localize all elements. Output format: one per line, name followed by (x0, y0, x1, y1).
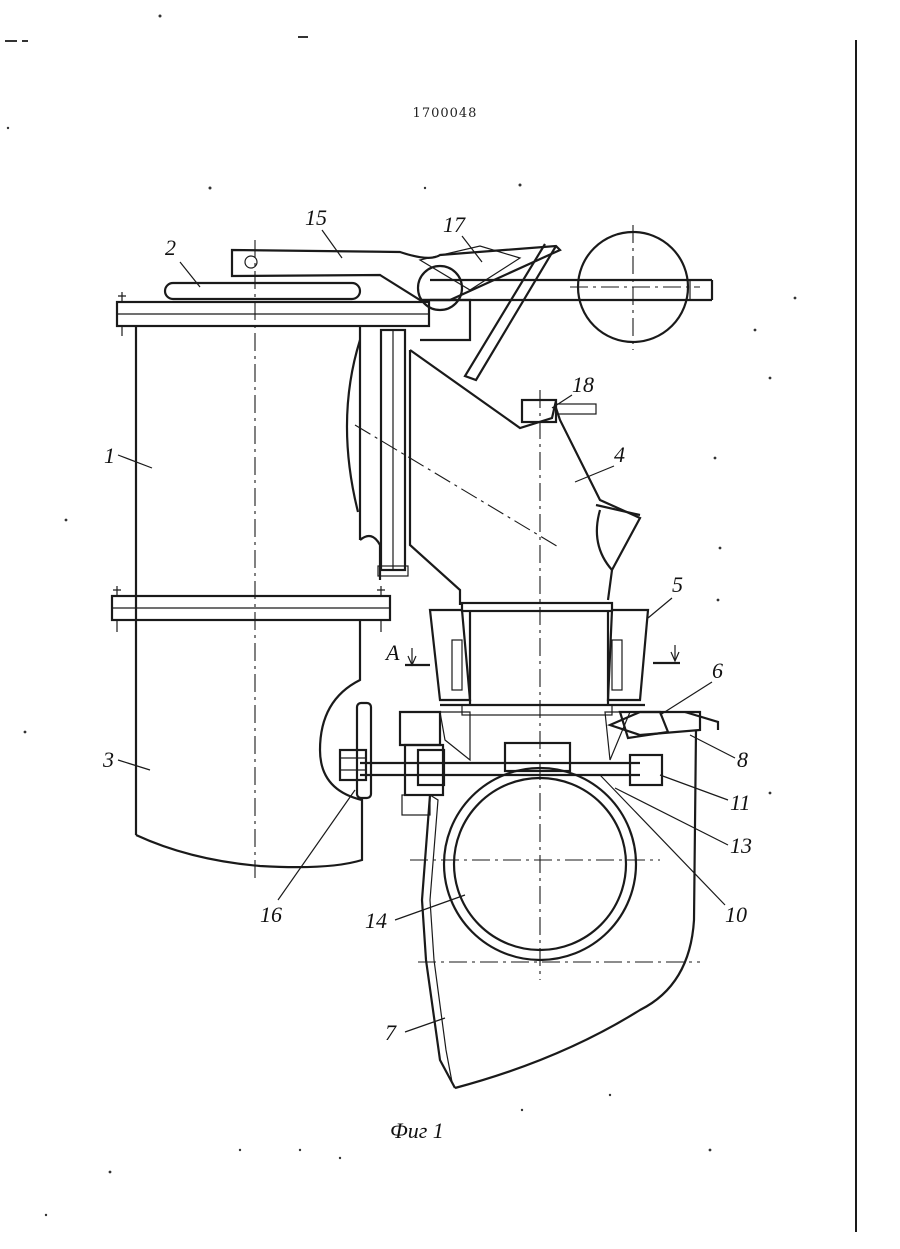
label-part-4: 4 (614, 442, 625, 467)
label-part-7: 7 (385, 1020, 397, 1045)
figure-caption: Фиг 1 (390, 1118, 444, 1143)
label-part-16: 16 (260, 902, 282, 927)
label-part-2: 2 (165, 235, 176, 260)
label-part-18: 18 (572, 372, 594, 397)
lower-housing (410, 730, 700, 1088)
label-part-13: 13 (730, 833, 752, 858)
label-part-3: 3 (102, 747, 114, 772)
label-part-10: 10 (725, 902, 747, 927)
label-part-5: 5 (672, 572, 683, 597)
label-part-14: 14 (365, 908, 387, 933)
ring-seat (430, 603, 648, 715)
label-part-11: 11 (730, 790, 750, 815)
scan-noise (5, 15, 796, 1217)
patent-number: 1700048 (413, 106, 478, 121)
label-part-17: 17 (443, 212, 466, 237)
drive-assembly (340, 703, 718, 815)
label-part-1: 1 (104, 443, 115, 468)
section-marks: A (384, 640, 680, 665)
hopper-chamber (355, 350, 640, 605)
label-part-8: 8 (737, 747, 748, 772)
vertical-rod (378, 330, 408, 576)
part-labels: 1 2 3 4 5 6 7 8 10 11 13 14 15 16 17 18 (102, 205, 752, 1045)
label-part-6: 6 (712, 658, 723, 683)
label-part-15: 15 (305, 205, 327, 230)
section-mark-left: A (384, 640, 400, 665)
